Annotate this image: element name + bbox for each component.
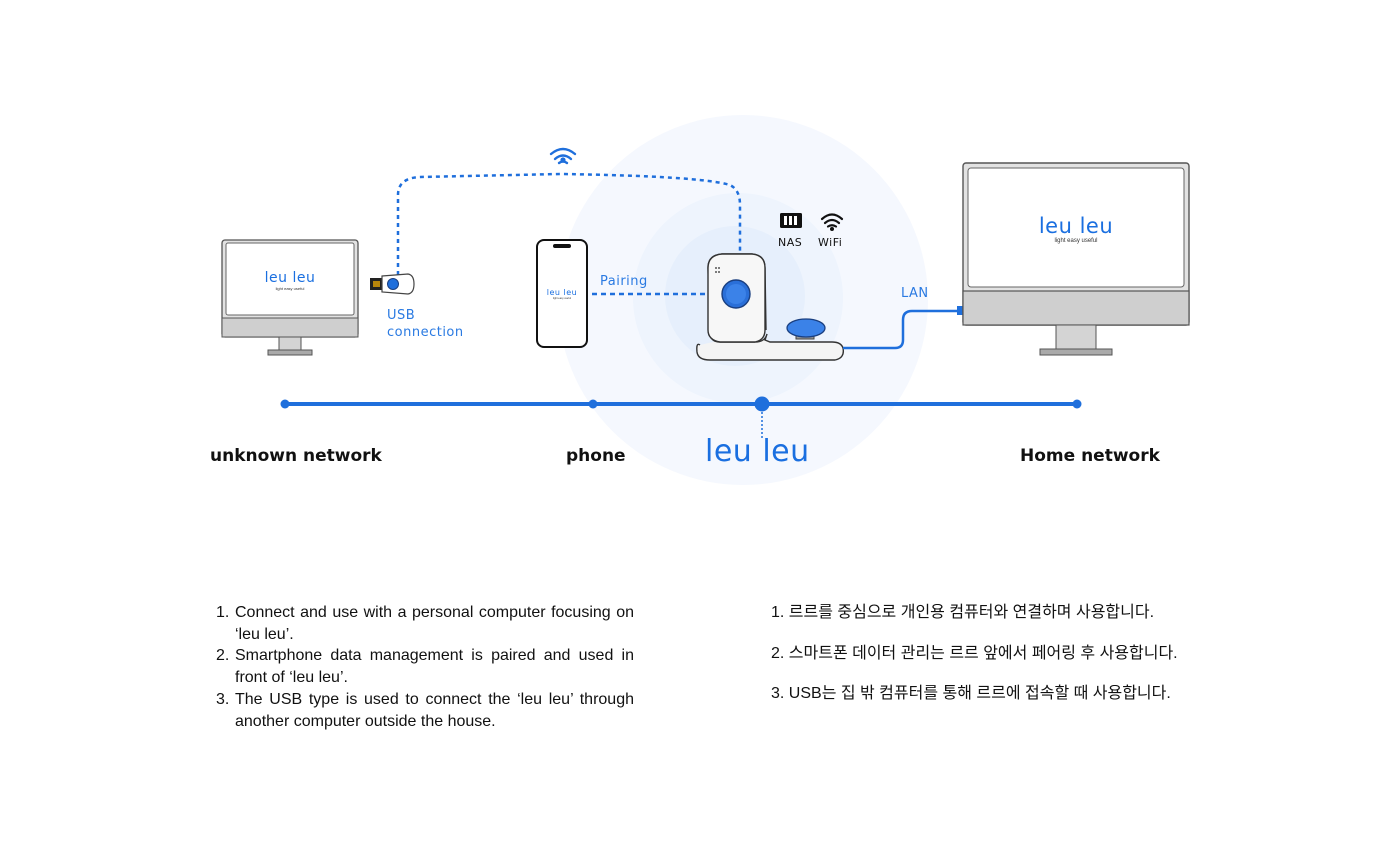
nas-icon [780,213,802,228]
wifi-icon [820,213,844,228]
smartphone [536,239,588,348]
list-item-text: The USB type is used to connect the ‘leu… [235,690,634,730]
lan-port [957,306,963,315]
timeline-node-leuleu [754,396,770,412]
brand-logo: leu leu [546,288,578,297]
timeline-node-home [1072,399,1082,409]
list-item: 3. The USB type is used to connect the ‘l… [216,689,634,732]
wifi-label: WiFi [818,236,843,249]
wifi-icon-dot [830,227,834,231]
brand-logo: leu leu [1038,214,1114,238]
list-item: 2. Smartphone data management is paired a… [216,645,634,688]
list-item-text: Connect and use with a personal computer… [235,604,634,643]
list-item-text: Smartphone data management is paired and… [235,647,634,687]
timeline-label-home: Home network [1020,446,1160,466]
timeline-label-unknown: unknown network [210,446,382,466]
list-item-number: 2. [216,647,230,665]
timeline-label-phone: phone [566,446,626,466]
brand-tagline: light easy useful [275,286,305,291]
usb-dongle [370,273,415,295]
leuleu-device [696,253,845,361]
timeline-node-phone [588,399,598,409]
lan-label: LAN [901,286,929,301]
right-screen-brand: leu leu light easy useful [1016,214,1136,244]
brand-tagline: light easy useful [553,297,571,300]
timeline-label-leuleu: leu leu [705,434,810,469]
unknown-computer [221,239,359,356]
lan-cable [843,309,960,350]
wifi-signal-dot [560,157,566,163]
list-item: 2. 스마트폰 데이터 관리는 르르 앞에서 페어링 후 사용합니다. [771,644,1178,662]
left-screen-brand: leu leu light easy useful [246,270,334,291]
wifi-connection-line [396,172,742,275]
timeline-node-unknown [280,399,290,409]
brand-logo: leu leu [264,270,316,286]
list-item: 1. Connect and use with a personal comput… [216,602,634,645]
description-list-korean: 1. 르르를 중심으로 개인용 컴퓨터와 연결하며 사용합니다. 2. 스마트폰… [771,602,1191,724]
list-item-number: 1. [216,604,230,621]
pairing-label: Pairing [600,274,648,289]
home-computer [962,162,1190,356]
usb-connection-label: USB connection [387,307,464,341]
usb-label-line1: USB [387,308,416,323]
usb-label-line2: connection [387,325,464,340]
list-item-number: 3. [216,690,230,708]
list-item: 3. USB는 집 밖 컴퓨터를 통해 르르에 접속할 때 사용합니다. [771,685,1171,703]
description-list-english: 1. Connect and use with a personal comput… [216,602,634,732]
phone-screen-brand: leu leu light easy useful [540,288,584,300]
list-item: 1. 르르를 중심으로 개인용 컴퓨터와 연결하며 사용합니다. [771,604,1155,621]
nas-label: NAS [778,236,803,249]
brand-tagline: light easy useful [1054,238,1098,244]
